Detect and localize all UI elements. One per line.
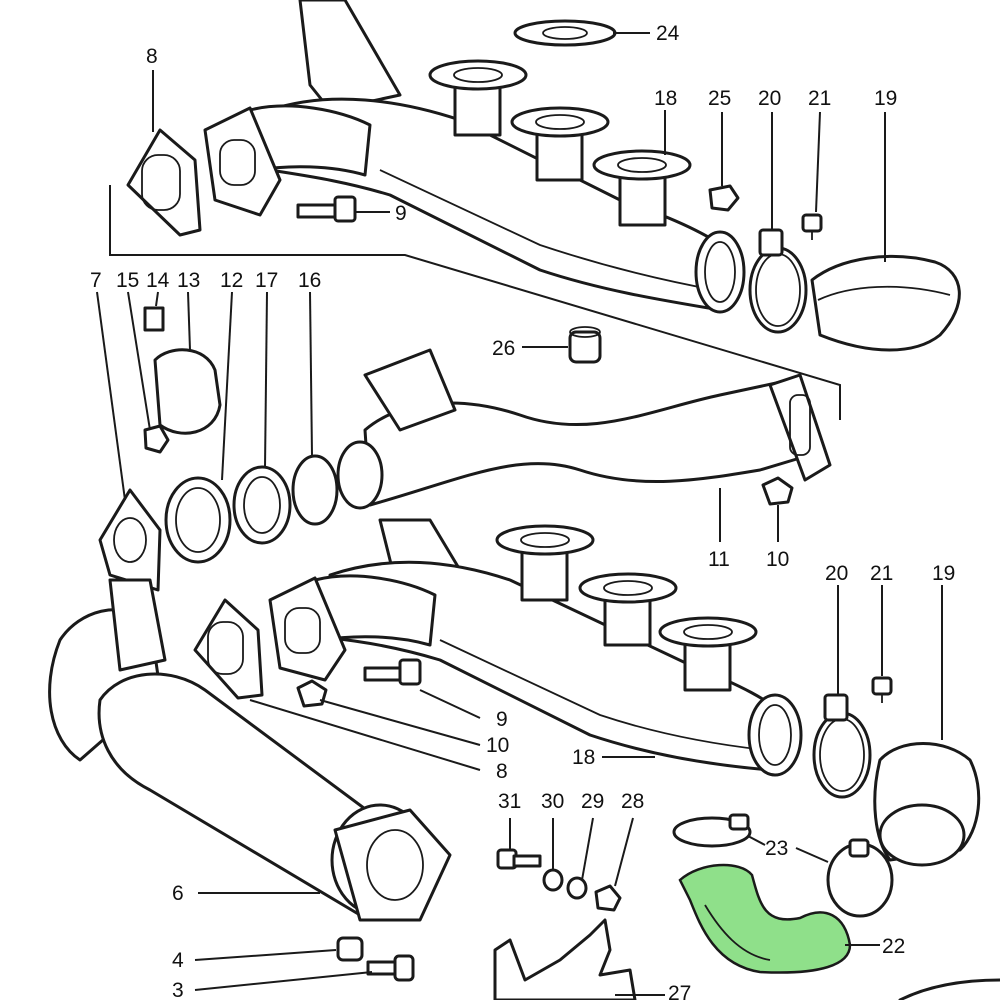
callout-15: 15 (116, 269, 139, 292)
callout-18-bottom: 18 (572, 746, 595, 769)
callout-9-top: 9 (395, 202, 407, 225)
callout-29: 29 (581, 790, 604, 813)
callout-labels: 24 8 18 25 20 21 19 9 7 15 14 13 12 17 1… (90, 22, 955, 1000)
callout-20-bottom: 20 (825, 562, 848, 585)
callout-21-top: 21 (808, 87, 831, 110)
callout-17: 17 (255, 269, 278, 292)
lower-heat-exchanger (268, 518, 803, 777)
callout-27: 27 (668, 982, 691, 1000)
callout-19-top: 19 (874, 87, 897, 110)
callout-24: 24 (656, 22, 680, 45)
nut-28 (594, 884, 622, 912)
bolt-9-top (296, 195, 357, 223)
nut-4 (336, 936, 364, 962)
callout-8-top: 8 (146, 45, 158, 68)
callout-20-top: 20 (758, 87, 781, 110)
washer-29 (566, 876, 588, 900)
hose-22-highlighted (678, 863, 852, 974)
screw-21-bottom (871, 676, 893, 703)
callout-25: 25 (708, 87, 731, 110)
clamp-13 (143, 306, 222, 454)
callout-3: 3 (172, 979, 184, 1000)
callout-19-bottom: 19 (932, 562, 955, 585)
callout-28: 28 (621, 790, 644, 813)
gasket-8-bottom (193, 598, 264, 700)
nut-25 (708, 184, 740, 212)
bolt-3 (366, 954, 415, 982)
callout-16: 16 (298, 269, 321, 292)
callout-7: 7 (90, 269, 102, 292)
callout-22: 22 (882, 935, 905, 958)
bracket-27 (493, 918, 637, 1000)
clamp-20-bottom (812, 693, 872, 799)
callout-6: 6 (172, 882, 184, 905)
crossover-pipe-11 (336, 348, 832, 510)
elbow-19-bottom (873, 742, 981, 867)
frame-lines (109, 185, 841, 420)
callout-10-upper: 10 (766, 548, 789, 571)
elbow-19-top (810, 254, 961, 352)
callout-18-top: 18 (654, 87, 677, 110)
washer-30 (542, 868, 564, 892)
tailpipe-fragment (898, 978, 1000, 1000)
callout-30: 30 (541, 790, 564, 813)
clamp-23-a (672, 813, 752, 848)
callout-23: 23 (765, 837, 788, 860)
muffler-6 (48, 578, 452, 922)
bolt-9-bottom (363, 658, 422, 686)
callout-26: 26 (492, 337, 515, 360)
callout-10-bottom: 10 (486, 734, 509, 757)
callout-14: 14 (146, 269, 170, 292)
screw-21-top (801, 213, 823, 240)
spacer-26 (568, 326, 602, 364)
gasket-7 (98, 488, 162, 592)
callout-31: 31 (498, 790, 521, 813)
leader-lines (96, 32, 943, 996)
callout-12: 12 (220, 269, 243, 292)
nut-10-bottom (296, 679, 328, 708)
callout-11: 11 (708, 548, 730, 571)
bolt-31 (496, 848, 542, 870)
callout-9-bottom: 9 (496, 708, 508, 731)
gasket-8-top (126, 128, 202, 237)
callout-13: 13 (177, 269, 200, 292)
callout-8-bottom: 8 (496, 760, 508, 783)
clamp-23-b (826, 838, 894, 918)
callout-4: 4 (172, 949, 184, 972)
nut-10-upper (761, 476, 794, 506)
callout-21-bottom: 21 (870, 562, 893, 585)
upper-heat-exchanger (203, 0, 746, 314)
gasket-24 (513, 19, 617, 47)
clamp-20-top (748, 228, 808, 334)
rings-12-17-16 (164, 454, 339, 564)
